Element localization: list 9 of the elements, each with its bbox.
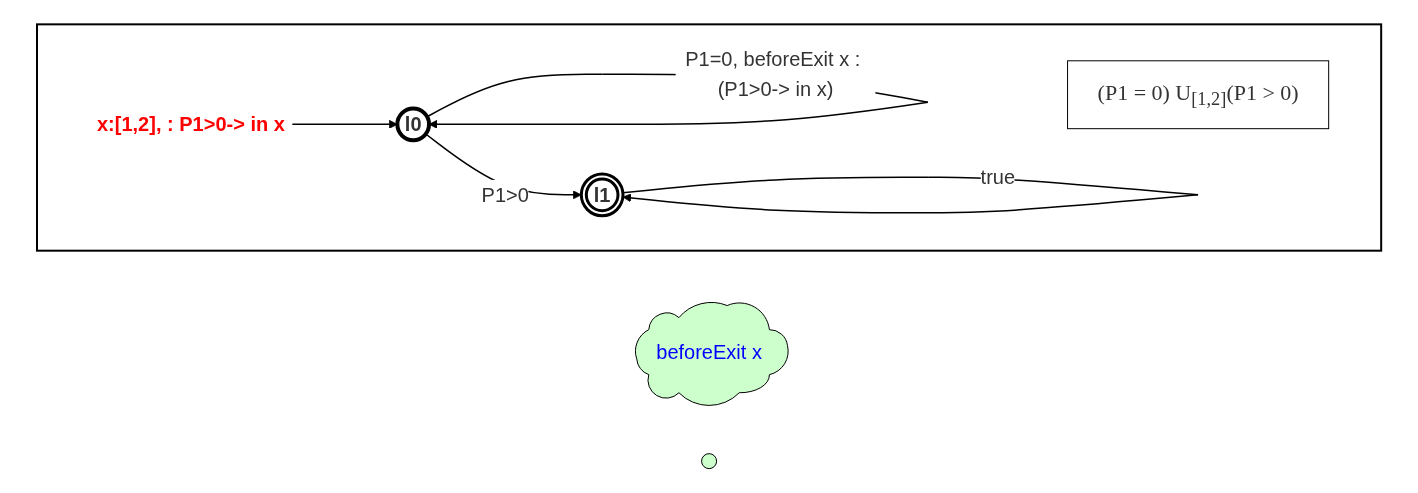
node-box: (P1 = 0) U$_{[1,2]}$(P1 > 0) [1066,60,1330,130]
node-circle [701,453,717,470]
edge-label: P1>0 [481,183,529,206]
cluster [35,23,1383,252]
node-text: x:[1,2], : P1>0-> in x [96,113,285,136]
edge-label: P1=0, beforeExit x : (P1>0-> in x) [685,48,861,101]
node-circle: l1 [579,172,625,218]
node-circle: l0 [395,106,431,143]
edge-label: true [980,166,1015,189]
